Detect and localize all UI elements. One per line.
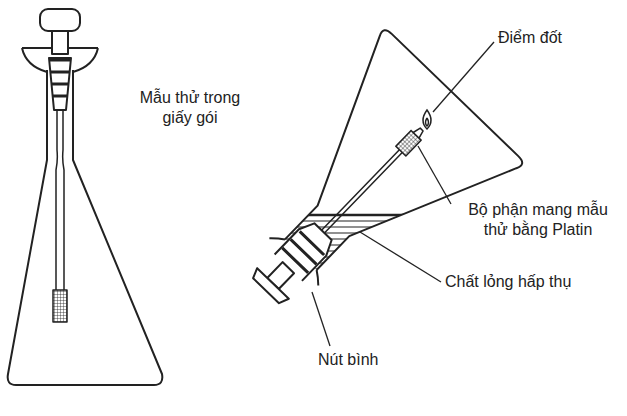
right-flask (197, 28, 525, 358)
leader-line (360, 232, 441, 282)
part-label: Nút bình (318, 350, 378, 370)
platinum-holder (322, 150, 403, 233)
sample-mesh (53, 290, 67, 322)
stopper-joint (49, 60, 71, 96)
liquid-hatch (250, 304, 430, 305)
stopper-stem (52, 30, 68, 54)
part-label: Mẫu thử trong giấy gói (128, 88, 252, 128)
liquid-hatch (250, 226, 430, 227)
sample-mesh (396, 130, 421, 156)
liquid-hatch (250, 232, 430, 233)
stopper-head (250, 268, 289, 306)
liquid-hatch (250, 328, 430, 329)
leader-line (418, 146, 451, 204)
part-label: Chất lỏng hấp thụ (445, 272, 571, 292)
platinum-wire (56, 110, 64, 290)
leader-line (433, 42, 494, 112)
left-flask (8, 9, 163, 385)
leader-line (312, 292, 330, 346)
leader-lines (312, 42, 494, 346)
part-label: Bộ phận mang mẫu thử bằng Platin (455, 200, 621, 240)
liquid-hatch (250, 262, 430, 263)
liquid-hatch (250, 220, 430, 221)
part-label: Điểm đốt (498, 28, 562, 48)
liquid-hatch (250, 310, 430, 311)
liquid-hatch (250, 322, 430, 323)
paper-fuse (413, 127, 424, 138)
ground-stopper (49, 58, 71, 110)
liquid-hatch (250, 316, 430, 317)
flame (423, 110, 431, 129)
absorbing-liquid (250, 215, 430, 335)
stopper-knob (40, 9, 80, 31)
